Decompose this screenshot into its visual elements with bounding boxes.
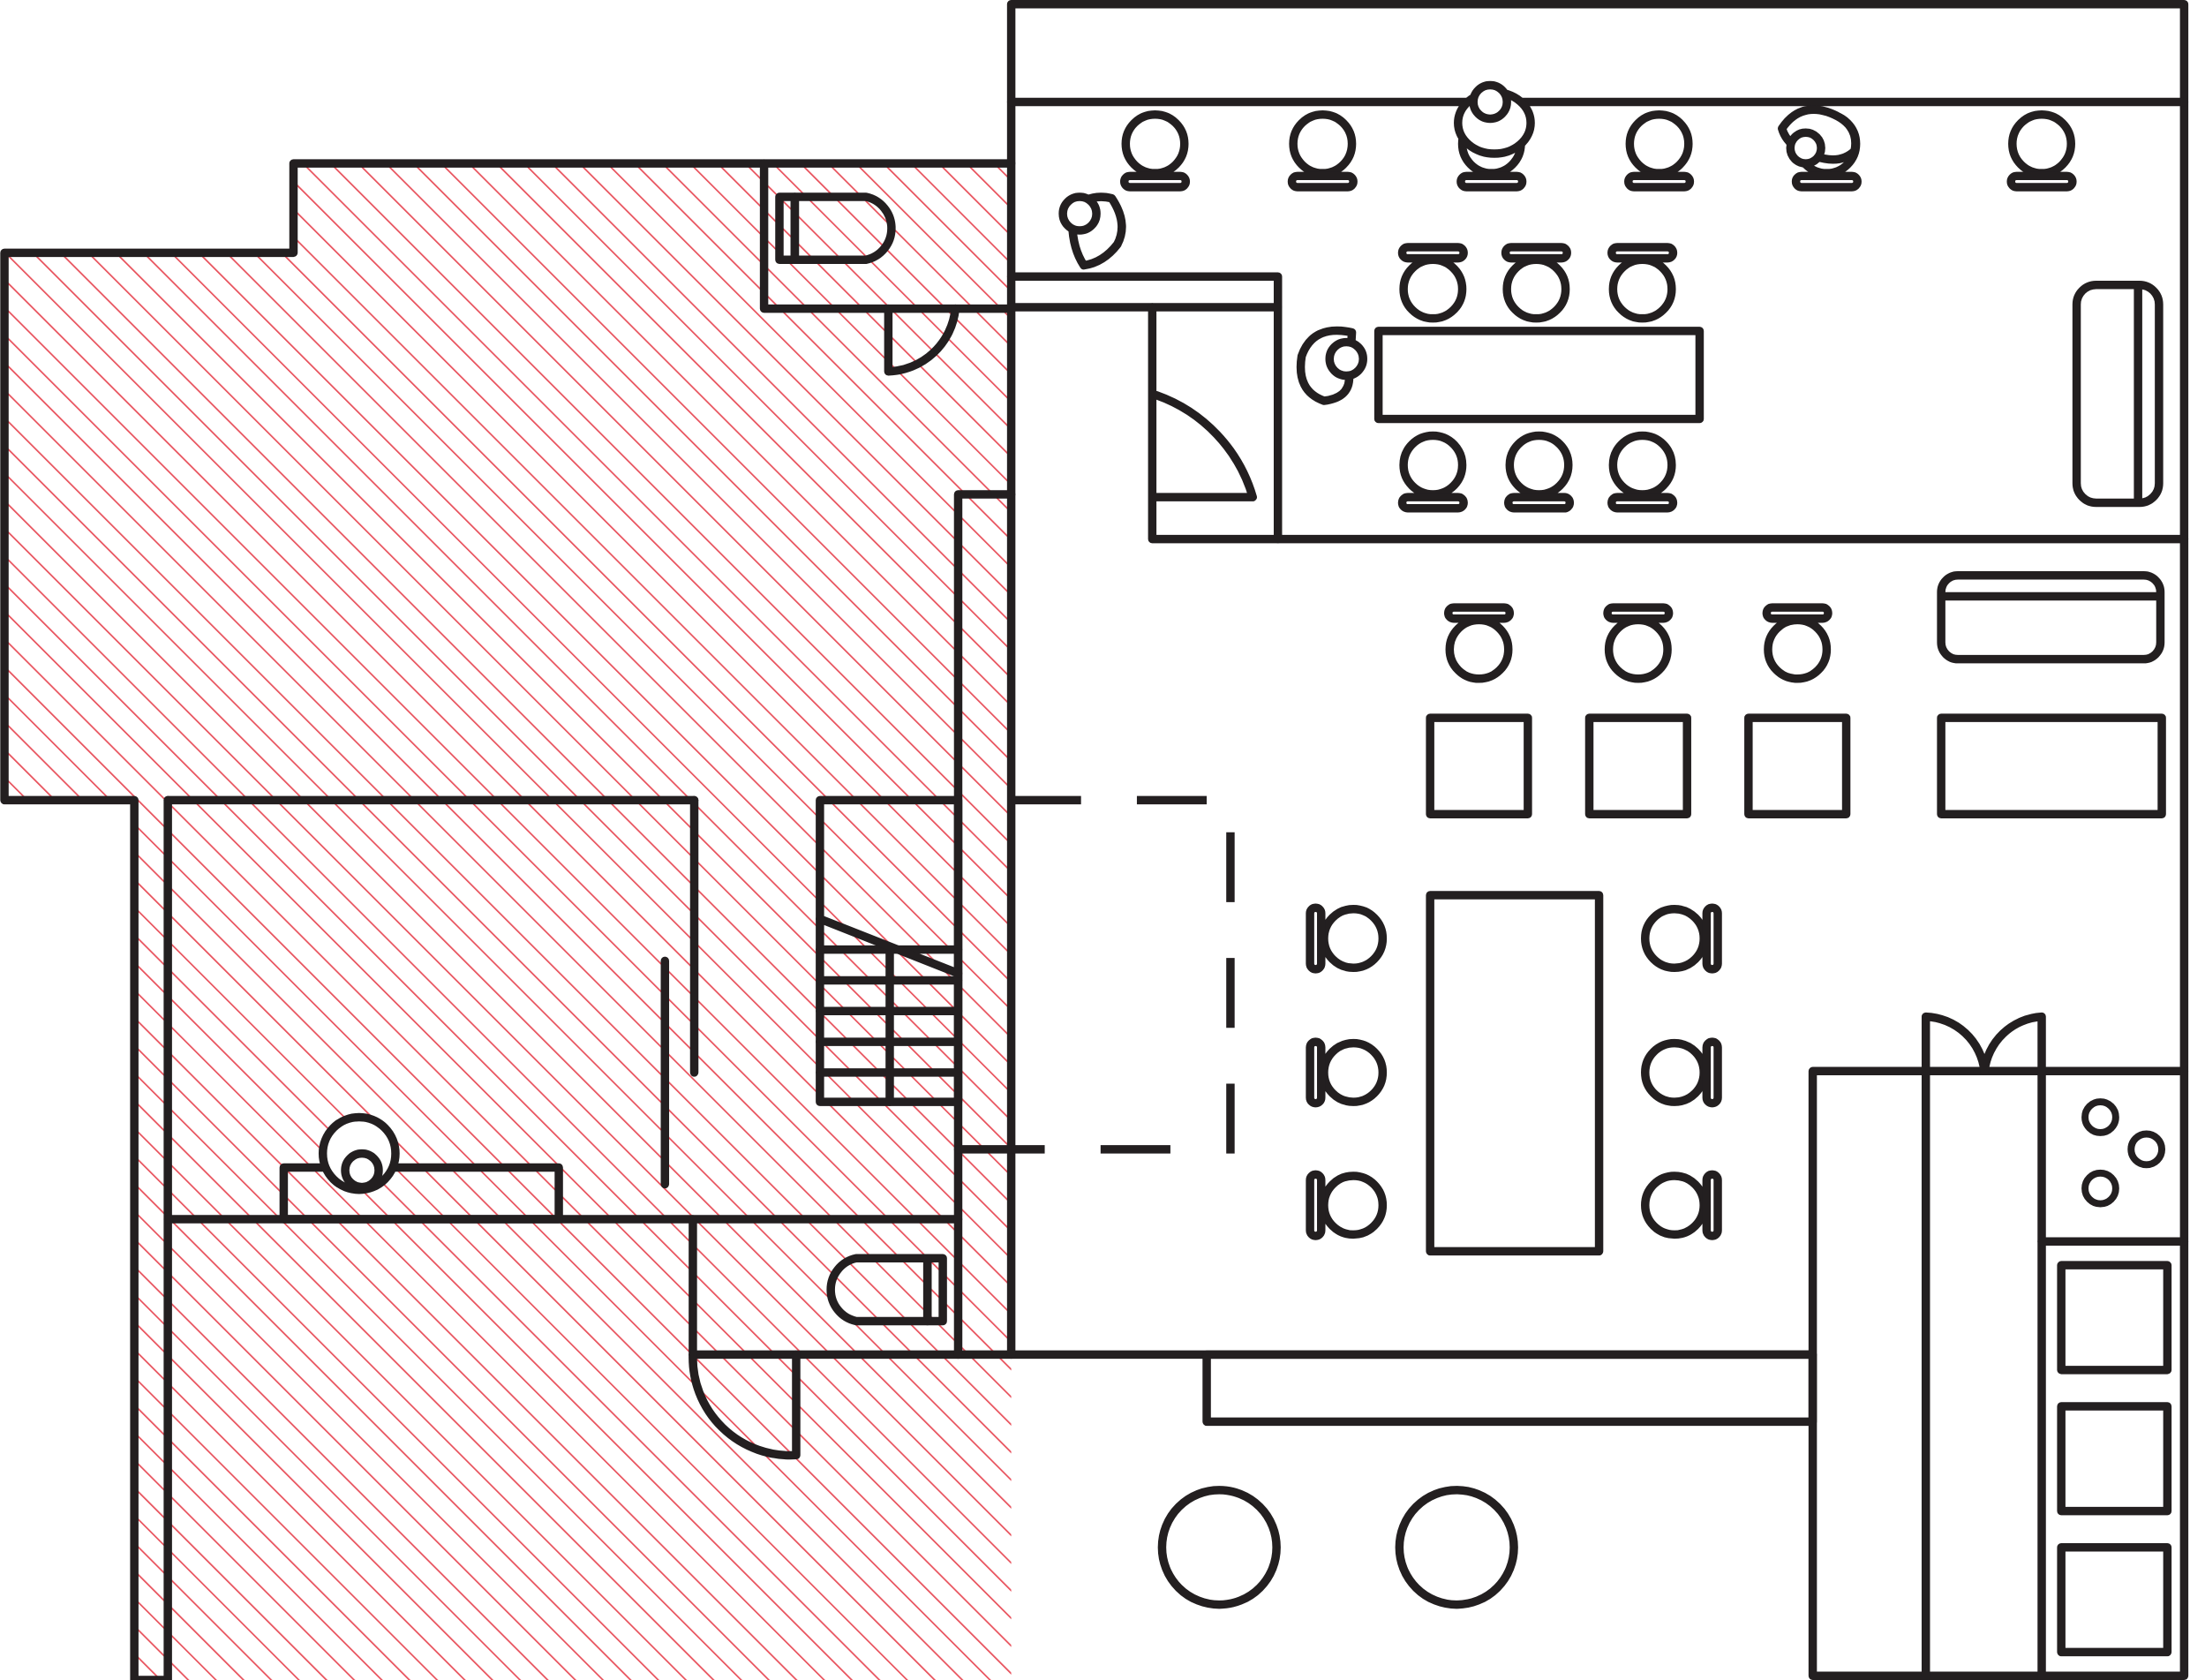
bar-stools	[1119, 109, 2077, 192]
door-swing-icon	[689, 1350, 801, 1460]
chair-icon	[1641, 1170, 1722, 1240]
side-table	[1426, 713, 1532, 818]
chair-icon	[1306, 1170, 1388, 1240]
side-table	[1744, 713, 1851, 818]
kitchen	[1808, 1012, 2189, 1680]
cabinet	[2057, 1261, 2172, 1375]
chair-icon	[1607, 243, 1678, 323]
side-table	[1584, 713, 1691, 818]
dining-chairs	[1397, 243, 1678, 513]
side-chairs	[1306, 903, 1722, 1240]
double-door-icon	[1921, 1012, 2046, 1076]
middle-seating	[1426, 603, 1851, 818]
person-icon	[1058, 192, 1126, 270]
stove-icon	[2081, 1098, 2166, 1208]
chair-icon	[1306, 903, 1388, 974]
toilet-icon	[826, 1254, 947, 1326]
door-swing-icon	[1152, 390, 1257, 501]
person-icon	[1778, 105, 1860, 168]
cabinet	[2057, 1402, 2172, 1516]
sofa-icon	[2072, 280, 2164, 508]
dashed-boundary	[1011, 795, 1235, 1154]
person-icon	[1296, 326, 1367, 405]
long-table	[1426, 891, 1604, 1256]
chair-icon	[1641, 1037, 1722, 1108]
person-icon	[1454, 80, 1535, 158]
hatched-area	[4, 163, 1012, 1680]
stool-icon	[1119, 109, 1191, 192]
chair-icon	[1607, 431, 1678, 513]
stool-icon	[1624, 109, 1695, 192]
stairs-icon	[816, 795, 963, 1106]
round-table-icon	[1395, 1486, 1518, 1609]
round-table-icon	[1157, 1486, 1281, 1609]
chair-icon	[1503, 431, 1575, 513]
stool-icon	[2006, 109, 2077, 192]
person-icon	[318, 1112, 400, 1194]
chair-icon	[1443, 603, 1515, 683]
coffee-table	[1937, 713, 2166, 818]
cabinet	[2057, 1542, 2172, 1657]
stool-icon	[1287, 109, 1358, 192]
dining-table	[1373, 327, 1705, 424]
door-swing-icon	[884, 304, 960, 376]
chair-icon	[1603, 603, 1674, 683]
desk	[279, 1163, 563, 1224]
chair-icon	[1501, 243, 1571, 323]
sofa-icon	[1937, 570, 2165, 664]
chair-icon	[1641, 903, 1722, 974]
chair-icon	[1762, 603, 1833, 683]
chair-icon	[1397, 243, 1468, 323]
chair-icon	[1397, 431, 1468, 513]
chair-icon	[1306, 1037, 1388, 1108]
toilet-icon	[775, 192, 896, 264]
